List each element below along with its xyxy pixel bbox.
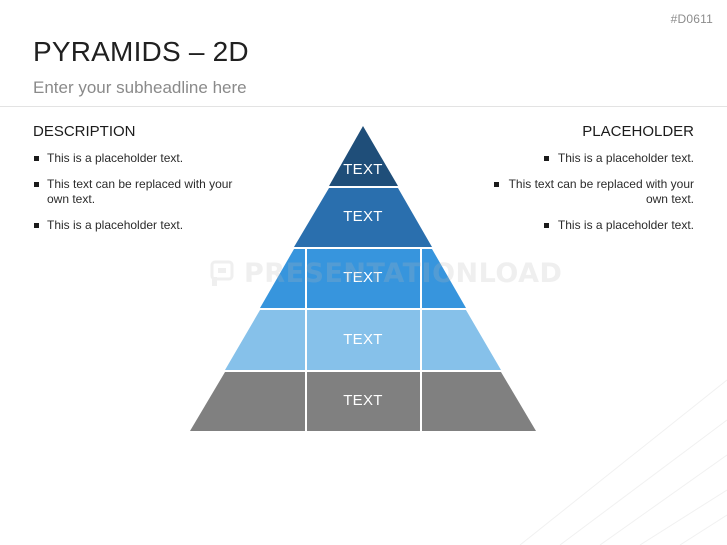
bullet-square-icon: [494, 182, 499, 187]
bullet-square-icon: [34, 223, 39, 228]
placeholder-item: This is a placeholder text.: [494, 151, 694, 166]
placeholder-panel: PLACEHOLDER This is a placeholder text. …: [494, 123, 694, 244]
description-item-text: This text can be replaced with your own …: [47, 177, 233, 206]
bullet-square-icon: [543, 156, 549, 161]
pyramid-tier-1-label: TEXT: [343, 161, 383, 178]
presentationload-logo-icon: [210, 260, 234, 286]
watermark: PRESENTATIONLOAD: [210, 258, 562, 289]
placeholder-heading: PLACEHOLDER: [582, 123, 694, 140]
description-item-text: This is a placeholder text.: [47, 151, 184, 165]
placeholder-item: This text can be replaced with your own …: [494, 177, 694, 207]
description-panel: DESCRIPTION This is a placeholder text. …: [33, 123, 233, 244]
pyramid-tier-1[interactable]: [329, 126, 398, 186]
description-list: This is a placeholder text. This text ca…: [33, 151, 233, 233]
description-item: This is a placeholder text.: [33, 151, 233, 166]
pyramid-tier-2-label: TEXT: [343, 208, 383, 225]
placeholder-list: This is a placeholder text. This text ca…: [494, 151, 694, 233]
placeholder-item-text: This is a placeholder text.: [557, 218, 694, 232]
bullet-square-icon: [34, 156, 39, 161]
pyramid-tier-4-label: TEXT: [343, 331, 383, 348]
description-item-text: This is a placeholder text.: [47, 218, 184, 232]
pyramid-tier-5-label: TEXT: [343, 392, 383, 409]
description-heading: DESCRIPTION: [33, 123, 136, 140]
slide-subtitle: Enter your subheadline here: [33, 78, 247, 97]
pyramid-grid-lines: [305, 249, 422, 431]
pyramid-tier-3[interactable]: [260, 249, 466, 308]
description-item: This is a placeholder text.: [33, 218, 233, 233]
placeholder-item: This is a placeholder text.: [494, 218, 694, 233]
pyramid-tier-3-label: TEXT: [343, 269, 383, 286]
pyramid-tier-4[interactable]: [225, 310, 501, 370]
description-item: This text can be replaced with your own …: [33, 177, 233, 207]
slide-code: #D0611: [670, 12, 713, 26]
slide-title: PYRAMIDS – 2D: [33, 36, 249, 67]
pyramid-tier-5[interactable]: [190, 372, 536, 431]
pyramid-tier-2[interactable]: [294, 188, 432, 247]
bullet-square-icon: [34, 182, 39, 187]
watermark-text: PRESENTATIONLOAD: [244, 258, 563, 289]
placeholder-item-text: This text can be replaced with your own …: [508, 177, 694, 206]
header-divider: [0, 106, 727, 107]
bullet-square-icon: [543, 223, 549, 228]
placeholder-item-text: This is a placeholder text.: [557, 151, 694, 165]
